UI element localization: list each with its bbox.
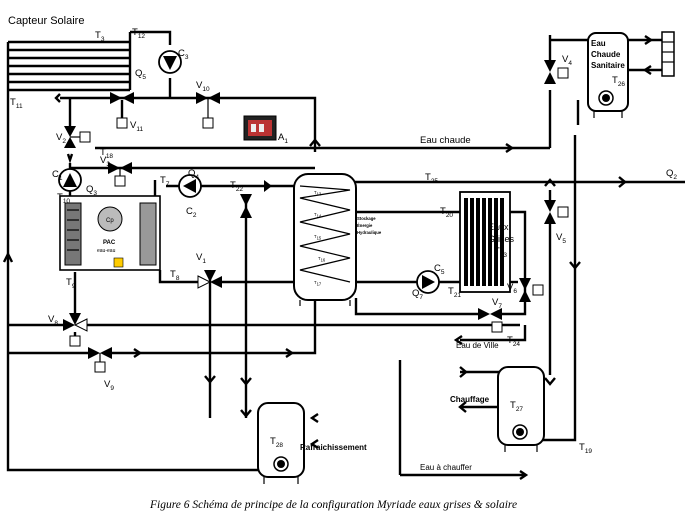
valve-v9 <box>88 347 112 373</box>
valve-v4 <box>544 60 569 84</box>
valve-v6 <box>519 278 544 302</box>
flow-arrows <box>2 35 654 480</box>
hydraulique-label: Hydraulique <box>357 230 382 235</box>
heat-pump-pac <box>59 195 161 271</box>
tag-v7: V7 <box>492 297 502 310</box>
pac-label: PAC <box>103 240 116 246</box>
tag-t24: T24 <box>507 335 520 348</box>
ecs-tank <box>587 32 629 118</box>
valve-v3 <box>108 162 132 187</box>
tag-c1: C1 <box>52 169 63 182</box>
valve-v11 <box>110 92 134 129</box>
tag-v6: V6 <box>507 282 517 295</box>
tag-v4: V4 <box>562 54 572 67</box>
pump-c1 <box>58 168 82 192</box>
tag-t27: T27 <box>510 400 523 413</box>
valve-t22 <box>240 180 272 218</box>
tag-q4: Q4 <box>188 168 199 181</box>
tag-t17: T17 <box>314 280 322 287</box>
tag-t23: T23 <box>494 246 507 259</box>
ecs-eau-label: Eau <box>591 39 606 48</box>
greywater-heat-exchanger <box>459 191 511 293</box>
tag-t8: T8 <box>170 269 180 282</box>
tag-t18: T18 <box>100 147 113 160</box>
tag-t22: T22 <box>230 180 243 193</box>
eau-de-ville-label: Eau de Ville <box>456 341 499 350</box>
pump-c5 <box>416 270 440 294</box>
solar-collector <box>8 32 132 92</box>
tag-c2: C2 <box>186 206 197 219</box>
tag-q7: Q7 <box>412 288 423 301</box>
tag-t3: T3 <box>95 30 105 43</box>
tag-q3: Q3 <box>86 184 97 197</box>
valve-v8 <box>63 313 88 347</box>
tag-t28: T28 <box>270 436 283 449</box>
tag-q5: Q5 <box>135 68 146 81</box>
tag-t16: T16 <box>318 256 326 263</box>
tag-t14: T14 <box>314 212 322 219</box>
pump-c2 <box>178 174 202 198</box>
tag-t15: T15 <box>314 234 322 241</box>
chauffage-label: Chauffage <box>450 395 490 404</box>
pac-type-label: eau-eau <box>97 248 116 254</box>
tag-t21: T21 <box>448 286 461 299</box>
tag-v5: V5 <box>556 232 566 245</box>
valve-v2 <box>64 126 91 148</box>
tag-v11: V11 <box>130 120 143 133</box>
controller-a1 <box>243 115 277 141</box>
tag-t20: T20 <box>440 206 453 219</box>
tag-c3: C3 <box>178 48 189 61</box>
pump-c3 <box>158 50 182 74</box>
tag-v2: V2 <box>56 132 66 145</box>
figure-caption: Figure 6 Schéma de principe de la config… <box>149 499 517 511</box>
stockage-label: Stockage <box>357 216 376 221</box>
energie-label: Énergie <box>357 223 373 228</box>
tag-t13: T13 <box>314 190 322 197</box>
tag-q2: Q2 <box>666 168 677 181</box>
tag-v9: V9 <box>104 379 114 392</box>
eau-chaude-label: Eau chaude <box>420 135 471 146</box>
valve-v5 <box>544 200 569 224</box>
tag-t11: T11 <box>10 97 23 110</box>
text-labels: Capteur Solaire Eau chaude Eau de Ville … <box>8 15 625 472</box>
heating-tank <box>497 366 545 452</box>
tag-t10: T10 <box>57 192 70 205</box>
tag-t7: T7 <box>160 175 170 188</box>
tag-c5: C5 <box>434 263 445 276</box>
cooling-tank <box>257 402 305 484</box>
tag-t9: T9 <box>66 277 76 290</box>
tag-t26: T26 <box>612 75 625 88</box>
eau-a-chauffer-label: Eau à chauffer <box>420 463 472 472</box>
rafraichissement-label: Rafraichissement <box>300 443 367 452</box>
ecs-heat-exchanger <box>661 31 675 77</box>
tag-t19: T19 <box>579 442 592 455</box>
storage-tank <box>293 173 357 306</box>
cp-label: Cp <box>106 218 114 224</box>
tag-v8: V8 <box>48 314 58 327</box>
eaux-label: Eaux <box>488 222 509 232</box>
tag-a1: A1 <box>278 132 288 145</box>
ecs-sanitaire-label: Sanitaire <box>591 61 625 70</box>
tag-v1: V1 <box>196 252 206 265</box>
ecs-chaude-label: Chaude <box>591 50 621 59</box>
diagram-title: Capteur Solaire <box>8 15 84 27</box>
tag-v10: V10 <box>196 80 210 93</box>
valve-v1 <box>197 270 222 289</box>
valve-v7 <box>478 308 503 333</box>
tag-v3: V3 <box>100 155 110 168</box>
tag-t12: T12 <box>132 27 145 40</box>
grises-label: Grises <box>488 234 515 244</box>
tag-t25: T25 <box>425 172 438 185</box>
valve-v10 <box>196 92 220 129</box>
